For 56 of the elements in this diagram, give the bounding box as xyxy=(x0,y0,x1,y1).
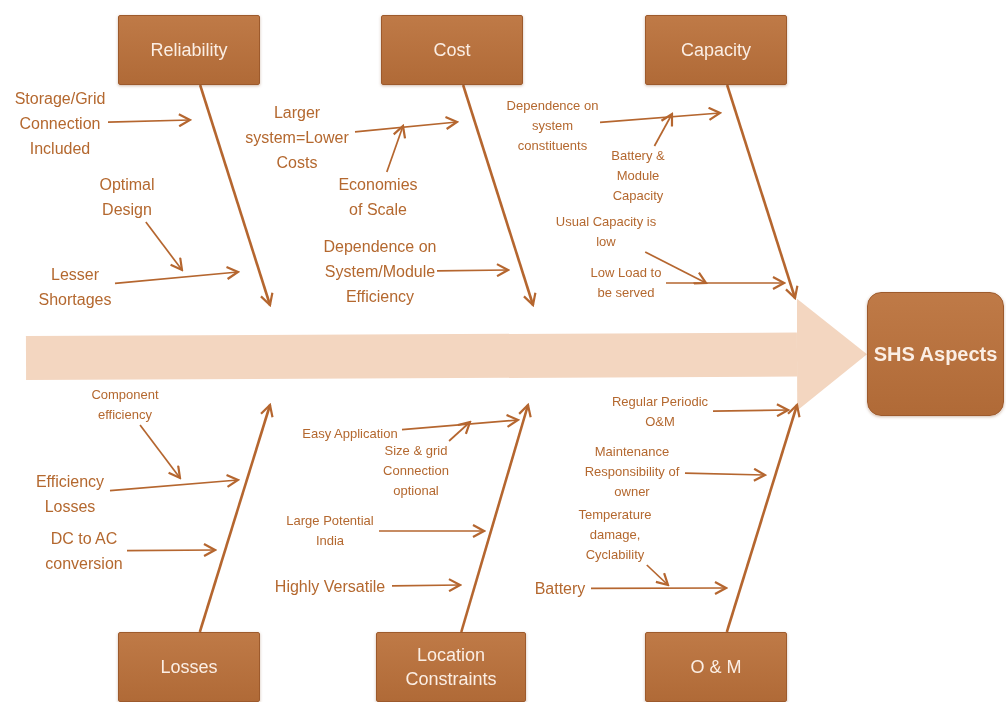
cause-text: Highly Versatile xyxy=(268,574,392,599)
arrow xyxy=(665,275,786,291)
arrow xyxy=(109,473,240,492)
cause-text: Larger system=Lower Costs xyxy=(239,100,355,175)
arrow xyxy=(653,112,674,147)
arrow xyxy=(448,420,472,442)
bone-arrow xyxy=(198,84,274,307)
cause-text: Battery xyxy=(529,576,591,601)
cause-text: Maintenance Responsibility of owner xyxy=(579,442,685,502)
arrow xyxy=(354,116,459,133)
cause-text: Dependence on System/Module Efficiency xyxy=(323,234,437,309)
arrow xyxy=(401,413,520,431)
spine-arrow xyxy=(25,298,867,411)
bone-arrow xyxy=(460,403,532,633)
category-box: Capacity xyxy=(645,15,787,85)
cause-text: Low Load to be served xyxy=(586,263,666,303)
bone-arrow xyxy=(461,84,537,307)
arrow xyxy=(684,467,767,482)
arrow xyxy=(145,221,184,272)
bone-arrow xyxy=(725,84,799,300)
cause-text: Economies of Scale xyxy=(333,172,423,222)
category-box: Reliability xyxy=(118,15,260,85)
arrow xyxy=(126,543,217,558)
category-box: Location Constraints xyxy=(376,632,526,702)
arrow xyxy=(139,424,182,480)
category-box: Cost xyxy=(381,15,523,85)
arrow xyxy=(645,564,670,587)
cause-text: Component efficiency xyxy=(85,385,165,425)
effect-box: SHS Aspects xyxy=(867,292,1004,416)
category-box: Losses xyxy=(118,632,260,702)
cause-text: Battery & Module Capacity xyxy=(605,146,671,206)
cause-text: Optimal Design xyxy=(92,172,162,222)
arrow xyxy=(436,263,510,278)
cause-text: Temperature damage, Cyclability xyxy=(574,505,656,565)
arrow xyxy=(114,265,240,285)
arrow xyxy=(385,124,407,173)
cause-text: Large Potential India xyxy=(281,511,379,551)
cause-text: Lesser Shortages xyxy=(35,262,115,312)
arrow xyxy=(378,523,486,539)
bone-arrow xyxy=(725,403,801,633)
arrow xyxy=(599,106,722,124)
cause-text: Regular Periodic O&M xyxy=(607,392,713,432)
arrow xyxy=(590,580,728,596)
arrow xyxy=(107,113,192,128)
cause-text: Usual Capacity is low xyxy=(552,212,660,252)
arrow xyxy=(644,251,708,285)
bone-arrow xyxy=(198,403,274,633)
cause-text: Easy Application xyxy=(298,424,402,444)
cause-text: Size & grid Connection optional xyxy=(378,441,454,501)
category-box: O & M xyxy=(645,632,787,702)
cause-text: DC to AC conversion xyxy=(41,526,127,576)
cause-text: Efficiency Losses xyxy=(30,469,110,519)
cause-text: Storage/Grid Connection Included xyxy=(12,86,108,161)
cause-text: Dependence on system constituents xyxy=(505,96,600,156)
arrow xyxy=(391,578,462,593)
arrow xyxy=(712,403,790,418)
